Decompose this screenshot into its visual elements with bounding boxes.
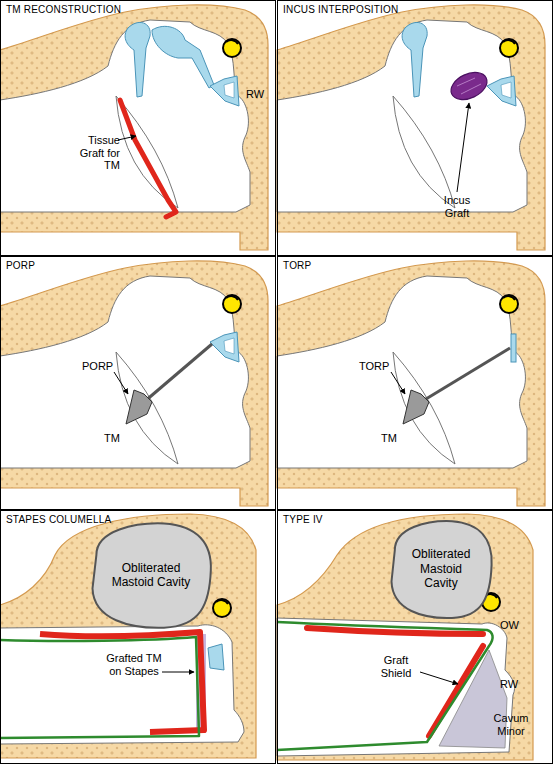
- part-label: Graft Shield: [370, 654, 422, 679]
- tissue-graft: [120, 100, 176, 217]
- leader-line: [162, 672, 194, 673]
- panel-title: STAPES COLUMELLA: [6, 514, 111, 525]
- leader-line: [457, 103, 469, 192]
- type-iv-art: [277, 514, 533, 760]
- stapes-columella-art: [0, 514, 256, 758]
- cavity-shape: [93, 523, 211, 627]
- tm-reconstruction-art: [0, 5, 268, 250]
- torp-prosthesis: [403, 390, 429, 424]
- part-label: RW: [246, 88, 270, 101]
- torp-art: [277, 261, 545, 506]
- part-label: TM: [104, 432, 128, 445]
- part-label: Grafted TM on Stapes: [106, 652, 162, 677]
- part-label: PORP: [82, 360, 122, 373]
- part-label: TM: [381, 432, 405, 445]
- leader-line: [420, 672, 458, 684]
- cavity-label: Obliterated Mastoid Cavity: [406, 547, 476, 590]
- leader-line: [118, 136, 136, 140]
- cavity-shape: [392, 521, 492, 618]
- leader-line: [114, 372, 128, 394]
- porp-art: [0, 261, 268, 506]
- figure-panel: INCUS INTERPOSITION: [277, 0, 553, 256]
- panel-title: INCUS INTERPOSITION: [283, 4, 398, 15]
- panel-title: TM RECONSTRUCTION: [6, 4, 121, 15]
- mastoid-cavity: Obliterated Mastoid Cavity: [86, 519, 216, 631]
- porp-prosthesis: [126, 390, 152, 424]
- leader-line: [391, 372, 405, 394]
- part-label: OW: [500, 619, 526, 632]
- incus-interposition-art: [277, 5, 545, 250]
- panel-title: TORP: [283, 260, 311, 271]
- cavity-label: Obliterated Mastoid Cavity: [106, 561, 196, 590]
- part-label: RW: [500, 678, 526, 691]
- figure-panel: STAPES COLUMELLA Obliterated Mastoid Cavi…: [0, 510, 276, 764]
- figure-panel: PORP: [0, 256, 276, 510]
- part-label: Cavum Minor: [488, 712, 534, 737]
- part-label: Incus Graft: [434, 194, 480, 219]
- panel-title: TYPE IV: [283, 514, 323, 525]
- part-label: TORP: [359, 360, 399, 373]
- part-label: Tissue Graft for TM: [62, 134, 120, 172]
- panel-title: PORP: [6, 260, 35, 271]
- figure-panel: TM RECONSTRUCTION: [0, 0, 276, 256]
- figure-panel: TORP: [277, 256, 553, 510]
- mastoid-cavity: Obliterated Mastoid Cavity: [386, 517, 496, 621]
- incus-graft: [447, 67, 492, 105]
